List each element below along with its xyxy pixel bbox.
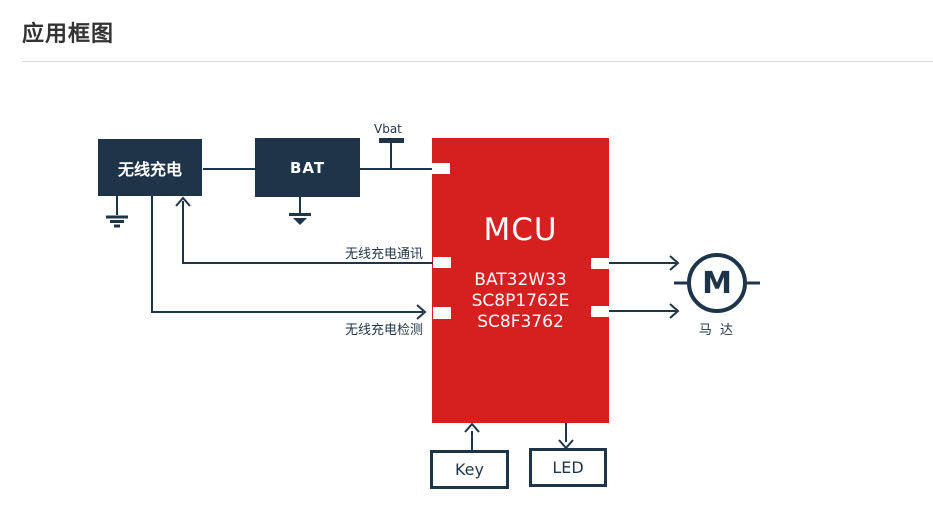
battery-block: BAT [255, 138, 360, 197]
led-block: LED [529, 448, 607, 487]
led-label: LED [552, 458, 584, 477]
arrowhead-motor-top [669, 255, 680, 271]
key-block: Key [430, 450, 509, 489]
page-title: 应用框图 [22, 22, 115, 47]
mcu-block: MCU BAT32W33 SC8P1762E SC8F3762 [432, 138, 609, 423]
mcu-model-3: SC8F3762 [477, 312, 564, 332]
mcu-title: MCU [483, 212, 558, 248]
arrowhead-key-up [464, 422, 480, 433]
arrowhead-led-down [558, 439, 574, 450]
title-divider [22, 61, 933, 62]
key-label: Key [454, 460, 484, 479]
mcu-model-1: BAT32W33 [474, 270, 567, 290]
wireless-comm-label: 无线充电通讯 [344, 247, 423, 262]
arrowhead-detect-right [416, 304, 427, 320]
vbat-net-label: Vbat [374, 122, 402, 136]
wireless-charging-block: 无线充电 [98, 139, 202, 196]
vbat-rail-bar [379, 138, 404, 143]
mcu-model-list: BAT32W33 SC8P1762E SC8F3762 [432, 270, 609, 333]
ground-bat-triangle [293, 218, 307, 225]
wireless-detect-label: 无线充电检测 [344, 323, 423, 338]
arrowhead-comm-up [175, 196, 191, 207]
mcu-model-2: SC8P1762E [471, 291, 570, 311]
motor-label: 马 达 [698, 323, 736, 338]
wireless-charging-label: 无线充电 [117, 159, 182, 179]
arrowhead-motor-bottom [669, 303, 680, 319]
motor-m-glyph: M [702, 265, 732, 301]
battery-label: BAT [289, 158, 326, 177]
motor-symbol: M [687, 253, 747, 313]
